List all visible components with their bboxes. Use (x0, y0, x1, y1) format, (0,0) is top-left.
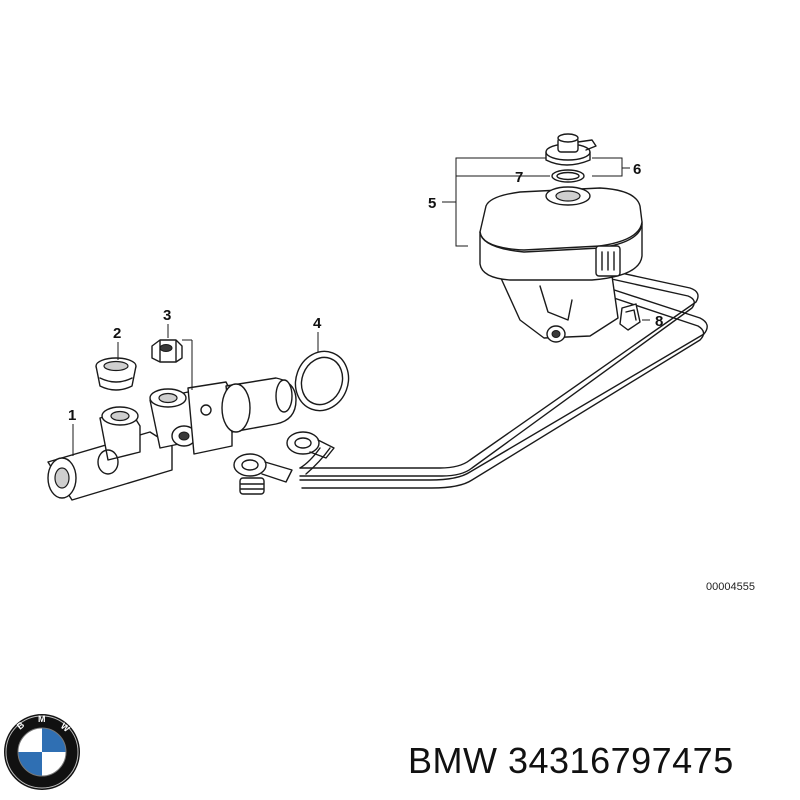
o-ring (294, 350, 350, 412)
fluid-lines (299, 267, 708, 489)
svg-text:B: B (15, 719, 27, 731)
callout-8: 8 (655, 313, 663, 330)
reservoir-cap (545, 133, 597, 166)
callout-6: 6 (633, 161, 641, 178)
callout-3: 3 (163, 307, 171, 324)
seal-plug (95, 357, 137, 391)
reservoir (479, 186, 643, 343)
master-cylinder (47, 377, 297, 501)
gasket (551, 169, 585, 183)
line-fitting-lower (233, 453, 293, 495)
svg-text:M: M (38, 714, 46, 724)
callouts: 1 2 3 4 5 6 7 8 (68, 161, 663, 424)
diagram-reference-code: 00004555 (706, 581, 755, 593)
callout-7: 7 (515, 169, 523, 186)
bmw-logo: B M W (4, 714, 80, 790)
leader-lines (72, 157, 650, 456)
screw-plug (151, 339, 183, 363)
callout-2: 2 (113, 325, 121, 342)
callout-4: 4 (313, 315, 322, 332)
line-fitting-upper (286, 431, 335, 459)
part-caption: BMW 34316797475 (408, 740, 734, 781)
callout-5: 5 (428, 195, 436, 212)
callout-1: 1 (68, 407, 76, 424)
clip (619, 303, 641, 331)
